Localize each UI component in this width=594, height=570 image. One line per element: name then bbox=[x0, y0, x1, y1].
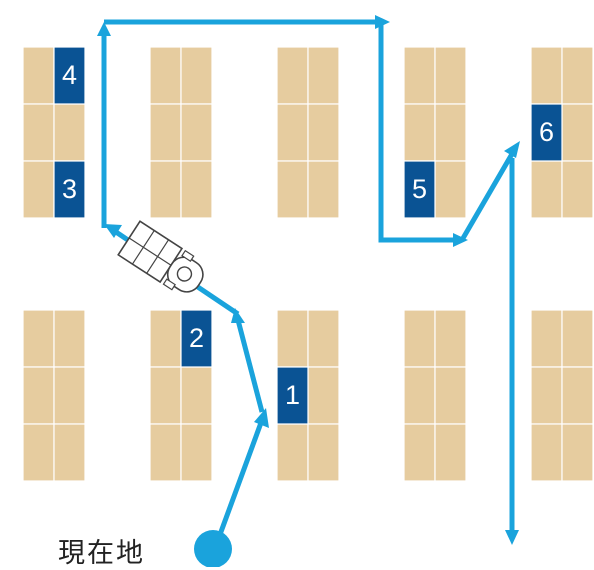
shelf-rack-bottom-5 bbox=[530, 309, 594, 482]
route-segment-4-to-5 bbox=[378, 22, 454, 243]
pick-location-2-number: 2 bbox=[189, 323, 204, 353]
pick-location-2: 2 bbox=[180, 309, 213, 368]
route-segment-start-to-1 bbox=[215, 419, 265, 541]
route-arrow-to-6 bbox=[504, 141, 520, 158]
route-arrow-to-3 bbox=[104, 224, 122, 238]
route-segment-5-to-6 bbox=[459, 152, 515, 242]
pick-location-6: 6 bbox=[530, 103, 563, 162]
start-position-label: 現在地 bbox=[58, 538, 145, 569]
pick-location-3-number: 3 bbox=[62, 174, 77, 204]
shelf-rack-bottom-4 bbox=[403, 309, 467, 482]
route-segment-1-to-2 bbox=[235, 319, 265, 413]
shelf-rack-top-2 bbox=[149, 46, 213, 219]
forklift-cart-icon bbox=[117, 220, 204, 293]
shelf-rack-bottom-1 bbox=[22, 309, 86, 482]
pick-location-3: 3 bbox=[53, 160, 86, 219]
shelf-rack-bottom-3 bbox=[276, 309, 340, 482]
route-arrow-to-1 bbox=[254, 408, 269, 428]
pick-location-5: 5 bbox=[403, 160, 436, 219]
start-position-icon bbox=[194, 530, 232, 567]
pick-location-1: 1 bbox=[276, 366, 309, 425]
pick-location-5-number: 5 bbox=[412, 174, 427, 204]
pick-location-1-number: 1 bbox=[285, 380, 300, 410]
pick-location-4-number: 4 bbox=[62, 60, 77, 90]
pick-location-4: 4 bbox=[53, 46, 86, 105]
route-arrow-exit bbox=[505, 530, 519, 545]
route-arrow-to-5 bbox=[453, 233, 468, 247]
pick-location-6-number: 6 bbox=[539, 117, 554, 147]
shelf-rack-top-3 bbox=[276, 46, 340, 219]
route-arrow-to-4 bbox=[97, 22, 111, 36]
